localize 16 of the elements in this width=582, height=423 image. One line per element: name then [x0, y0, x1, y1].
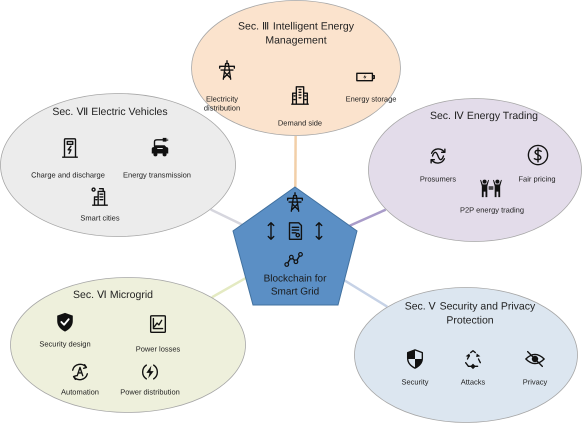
section-heading: Sec. Ⅳ Energy Trading	[428, 110, 540, 124]
section-ellipse	[354, 287, 578, 423]
connector-line	[349, 208, 386, 227]
connector-line	[294, 136, 297, 188]
section-ellipse	[191, 0, 401, 136]
section-ellipse	[10, 277, 246, 413]
center-pentagon	[233, 187, 357, 305]
center-title: Blockchain for Smart Grid	[262, 274, 328, 298]
section-heading: Sec. Ⅲ Intelligent Energy Management	[237, 20, 355, 48]
section-ellipse	[368, 98, 582, 242]
section-heading: Sec. Ⅶ Electric Vehicles	[51, 106, 169, 120]
connector-line	[344, 279, 388, 308]
section-heading: Sec. Ⅴ Security and Privacy Protection	[404, 300, 536, 328]
section-heading: Sec. Ⅵ Microgrid	[72, 289, 154, 303]
connector-line	[211, 276, 246, 298]
connector-line	[210, 208, 243, 226]
